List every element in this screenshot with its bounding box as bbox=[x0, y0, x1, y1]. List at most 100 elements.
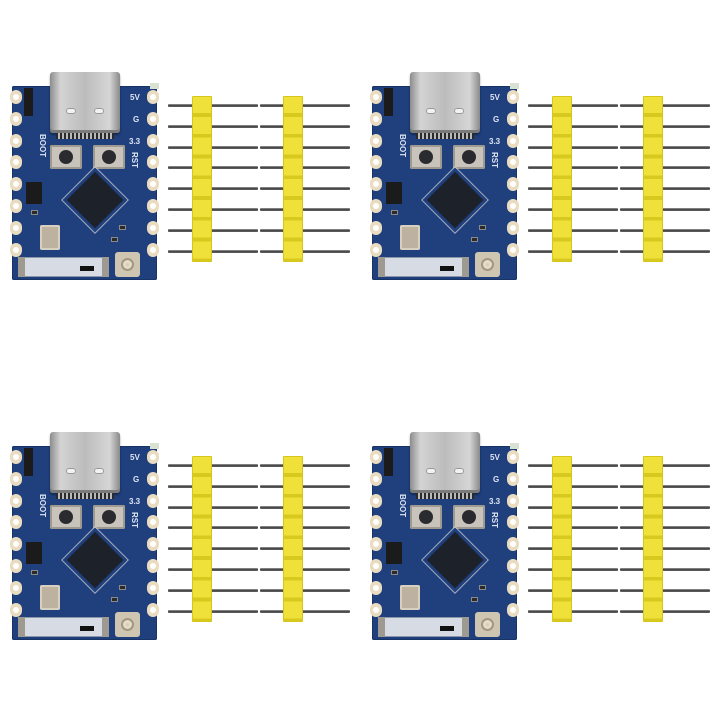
antenna-terminal bbox=[462, 257, 469, 277]
smd-component bbox=[32, 211, 37, 214]
header-pin bbox=[528, 124, 618, 128]
ceramic-antenna bbox=[378, 257, 469, 277]
castellated-pad bbox=[507, 220, 519, 235]
usb-mount-hole bbox=[454, 468, 464, 474]
label-gnd: G bbox=[133, 115, 140, 124]
esp32c3-board: 5V G 3.3 RST BOOT bbox=[10, 432, 159, 640]
castellated-pad bbox=[10, 111, 22, 126]
ceramic-antenna bbox=[378, 617, 469, 637]
castellated-pad bbox=[370, 580, 382, 595]
castellated-pad bbox=[370, 199, 382, 213]
antenna-marking bbox=[440, 266, 454, 271]
header-pin bbox=[620, 484, 710, 488]
esp32c3-chip bbox=[66, 531, 124, 589]
castellated-pad bbox=[370, 515, 382, 530]
smd-ic bbox=[386, 182, 402, 204]
smd-component bbox=[112, 238, 117, 241]
castellated-pad bbox=[370, 602, 382, 617]
label-gnd: G bbox=[493, 115, 500, 124]
header-pin bbox=[168, 547, 258, 551]
castellated-pad bbox=[507, 537, 519, 552]
usb-pins bbox=[416, 133, 474, 139]
ceramic-antenna bbox=[18, 257, 109, 277]
castellated-pad bbox=[147, 537, 159, 552]
reset-button bbox=[93, 505, 125, 529]
pin-header-1 bbox=[168, 96, 258, 262]
castellated-pad bbox=[370, 111, 382, 126]
boot-button bbox=[410, 505, 442, 529]
antenna-terminal bbox=[378, 617, 385, 637]
castellated-pad bbox=[147, 493, 159, 508]
usb-mount-hole bbox=[426, 108, 436, 114]
usb-mount-hole bbox=[94, 468, 104, 474]
castellated-pad bbox=[507, 580, 519, 595]
esp32c3-board: 5V G 3.3 RST BOOT bbox=[370, 432, 519, 640]
castellated-pad bbox=[147, 90, 159, 104]
castellated-pad bbox=[10, 133, 22, 148]
castellated-pad bbox=[507, 450, 519, 464]
label-boot: BOOT bbox=[398, 134, 407, 158]
crystal-oscillator bbox=[40, 585, 60, 610]
header-pin bbox=[168, 124, 258, 128]
smd-component bbox=[32, 571, 37, 574]
header-pin bbox=[528, 464, 618, 467]
castellated-pad bbox=[10, 559, 22, 573]
castellated-pad bbox=[10, 90, 22, 104]
castellated-pad bbox=[147, 199, 159, 213]
ipex-antenna-connector bbox=[115, 252, 140, 277]
header-plastic bbox=[283, 96, 303, 262]
smd-component bbox=[112, 598, 117, 601]
header-plastic bbox=[643, 456, 663, 622]
label-rst: RST bbox=[130, 512, 139, 528]
castellated-pad bbox=[147, 580, 159, 595]
header-plastic bbox=[552, 456, 572, 622]
pin-header-2 bbox=[260, 456, 350, 622]
pin-header-2 bbox=[260, 96, 350, 262]
header-pin bbox=[260, 145, 350, 149]
castellated-pad bbox=[370, 133, 382, 148]
castellated-pad bbox=[370, 559, 382, 573]
castellated-pad bbox=[10, 515, 22, 530]
header-pin bbox=[260, 187, 350, 191]
pin-header-1 bbox=[528, 456, 618, 622]
header-pin bbox=[528, 208, 618, 211]
header-plastic bbox=[192, 456, 212, 622]
pin-header-2 bbox=[620, 456, 710, 622]
reset-button bbox=[453, 505, 485, 529]
smd-component bbox=[120, 226, 125, 229]
label-gnd: G bbox=[133, 475, 140, 484]
board-kit-1: 5V G 3.3 RST BOOT bbox=[0, 0, 360, 360]
castellated-pad bbox=[370, 471, 382, 486]
smd-component bbox=[472, 598, 477, 601]
castellated-pad bbox=[147, 515, 159, 530]
usb-mount-hole bbox=[454, 108, 464, 114]
antenna-terminal bbox=[18, 617, 25, 637]
boot-button bbox=[50, 145, 82, 169]
boot-button bbox=[50, 505, 82, 529]
header-pin bbox=[168, 464, 258, 467]
header-pin bbox=[528, 484, 618, 488]
header-pin bbox=[168, 249, 258, 253]
header-pin bbox=[260, 464, 350, 467]
castellated-pad bbox=[147, 111, 159, 126]
header-pin bbox=[168, 187, 258, 191]
regulator-chip bbox=[384, 448, 393, 476]
ipex-antenna-connector bbox=[475, 252, 500, 277]
header-pin bbox=[528, 505, 618, 509]
crystal-oscillator bbox=[40, 225, 60, 250]
castellated-pad bbox=[507, 471, 519, 486]
label-5v: 5V bbox=[490, 93, 500, 102]
header-pin bbox=[620, 526, 710, 530]
castellated-pad bbox=[370, 155, 382, 170]
header-pin bbox=[168, 588, 258, 592]
castellated-pad bbox=[147, 220, 159, 235]
label-5v: 5V bbox=[130, 93, 140, 102]
header-pin bbox=[620, 166, 710, 170]
ipex-antenna-connector bbox=[115, 612, 140, 637]
header-pin bbox=[528, 166, 618, 170]
regulator-chip bbox=[24, 88, 33, 116]
header-pin bbox=[528, 609, 618, 613]
header-pin bbox=[620, 208, 710, 211]
header-pin bbox=[260, 228, 350, 232]
header-pin bbox=[528, 588, 618, 592]
